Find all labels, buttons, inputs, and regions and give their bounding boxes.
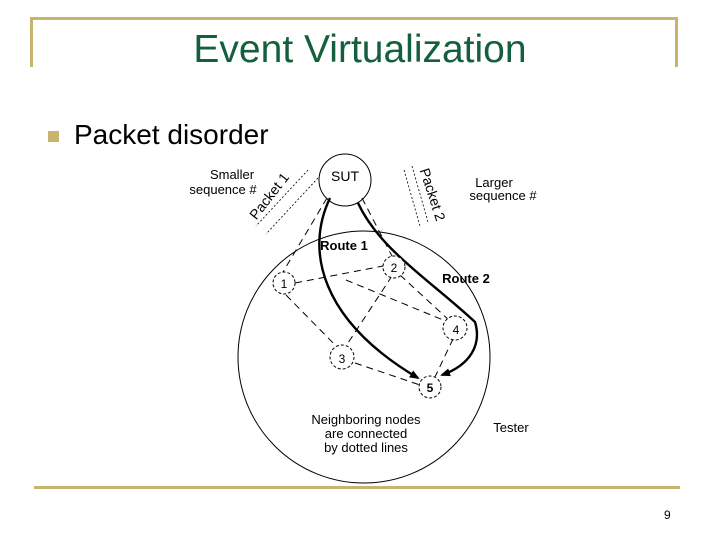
slide-title: Event Virtualization	[193, 28, 527, 71]
smaller-seq-label-line1: Smaller	[210, 167, 255, 182]
title-frame-right-rule	[675, 17, 678, 67]
packet-channels	[255, 165, 429, 235]
note-line-3: by dotted lines	[324, 440, 408, 455]
note-line-2: are connected	[325, 426, 407, 441]
title-frame-left-rule	[30, 17, 33, 67]
larger-seq-label-line2: sequence #	[469, 188, 537, 203]
tester-circle	[237, 230, 491, 484]
bullet-text: Packet disorder	[74, 119, 269, 150]
route-1-path	[318, 197, 420, 380]
page-number: 9	[664, 508, 671, 522]
node-2	[382, 255, 406, 279]
node-4-label: 4	[453, 323, 460, 337]
node-2-label: 2	[391, 261, 398, 275]
sut-label: SUT	[331, 168, 359, 184]
node-1	[272, 271, 296, 295]
route-2-label: Route 2	[442, 271, 490, 286]
note-line-1: Neighboring nodes	[311, 412, 421, 427]
node-5-label: 5	[427, 381, 434, 395]
sut-circle	[318, 153, 372, 207]
bullet-square-icon	[48, 131, 59, 142]
title-frame-top-rule	[30, 17, 678, 20]
neighbor-links	[282, 197, 454, 386]
route-2-path	[356, 202, 479, 377]
node-1-label: 1	[281, 277, 288, 291]
smaller-seq-label-line2: sequence #	[189, 182, 257, 197]
node-3-label: 3	[339, 352, 346, 366]
node-3	[329, 344, 355, 370]
larger-seq-label-line1: Larger	[475, 175, 513, 190]
node-5	[418, 375, 442, 399]
footer-rule	[34, 486, 680, 489]
packet-2-label: Packet 2	[417, 166, 449, 223]
node-4	[442, 315, 468, 341]
tester-label: Tester	[493, 420, 529, 435]
route-1-label: Route 1	[320, 238, 368, 253]
